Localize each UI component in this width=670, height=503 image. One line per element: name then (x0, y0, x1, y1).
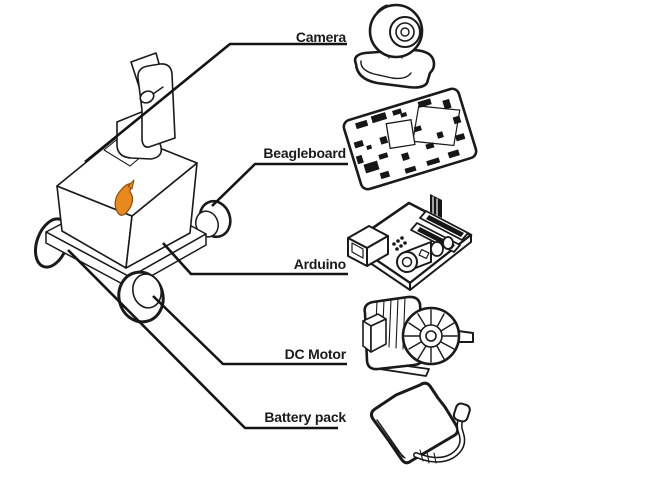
label-arduino: Arduino (293, 256, 346, 272)
robot-wheel-rear-right-icon (195, 199, 232, 239)
leader-line-dc-motor (152, 295, 347, 366)
battery-pack-illustration (369, 381, 471, 465)
label-beagleboard: Beagleboard (263, 145, 346, 161)
leader-lines (67, 42, 348, 430)
fish-logo-icon (114, 179, 135, 216)
robot-camera-mast (116, 52, 176, 160)
leader-line-battery-pack (67, 249, 338, 430)
robot-illustration (34, 52, 232, 324)
leader-line-camera (84, 42, 347, 164)
leader-line-arduino (162, 242, 348, 276)
dc-motor-illustration (362, 295, 474, 377)
arduino-illustration (347, 194, 473, 291)
label-camera: Camera (295, 29, 346, 45)
leader-line-beagleboard (211, 162, 348, 207)
label-battery-pack: Battery pack (264, 409, 346, 425)
beagleboard-components (353, 98, 466, 180)
label-dc-motor: DC Motor (284, 346, 347, 362)
beagleboard-illustration (342, 87, 478, 191)
webcam-illustration (353, 3, 436, 89)
robot-wheel-front-icon (117, 270, 165, 324)
